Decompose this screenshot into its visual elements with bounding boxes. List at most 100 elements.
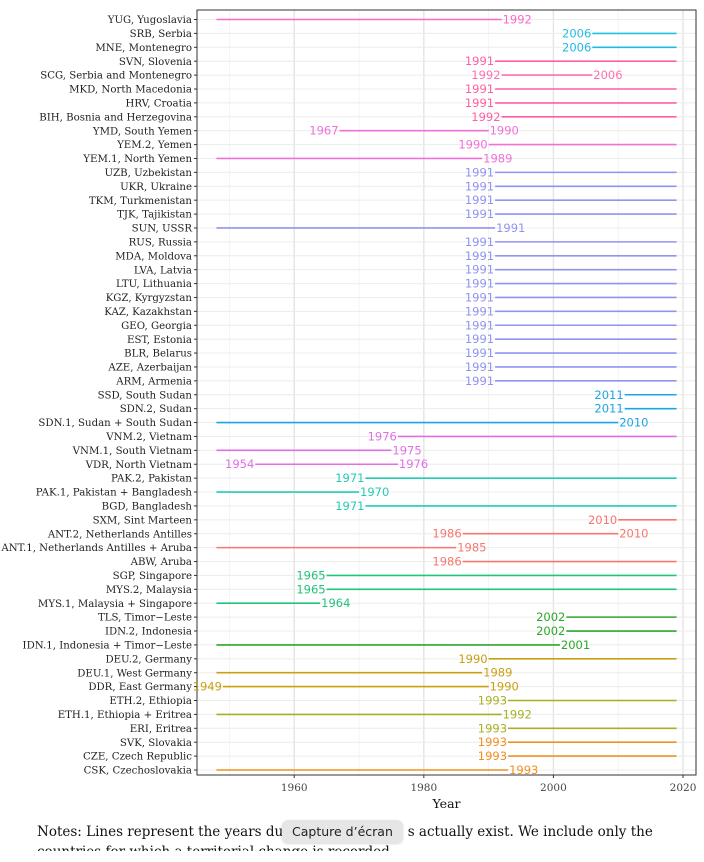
year-label: 1991: [465, 96, 494, 110]
y-tick-label: SSD, South Sudan: [98, 390, 193, 401]
y-tick-label: SRB, Serbia: [130, 29, 192, 40]
y-tick-label: SUN, USSR: [132, 224, 193, 235]
year-label: 2002: [536, 624, 565, 638]
year-label: 2010: [619, 416, 648, 430]
year-label: 1954: [225, 457, 254, 471]
year-label: 1993: [509, 763, 538, 777]
y-tick-label: ANT.1, Netherlands Antilles + Aruba: [0, 543, 192, 554]
y-tick-label: VDR, North Vietnam: [85, 460, 193, 471]
year-label: 2011: [594, 402, 623, 416]
year-label: 1967: [309, 124, 338, 138]
year-label: 1991: [465, 290, 494, 304]
x-axis-title: Year: [432, 796, 461, 811]
year-label: 1993: [478, 694, 507, 708]
y-tick-label: TJK, Tajikistan: [117, 210, 192, 221]
year-label: 1949: [193, 680, 222, 694]
year-label: 2001: [561, 638, 590, 652]
screenshot-capture-button[interactable]: Capture d’écran: [282, 820, 403, 843]
y-tick-label: PAK.2, Pakistan: [111, 474, 192, 485]
y-tick-label: ABW, Aruba: [130, 557, 192, 568]
year-label: 1970: [360, 485, 389, 499]
year-label: 1965: [296, 568, 325, 582]
y-tick-label: SDN.1, Sudan + South Sudan: [38, 418, 192, 429]
y-tick-label: VNM.1, South Vietnam: [72, 446, 193, 457]
year-label: 1976: [399, 457, 428, 471]
year-label: 1991: [465, 332, 494, 346]
year-label: 2011: [594, 388, 623, 402]
y-tick-label: YEM.1, North Yemen: [82, 154, 192, 165]
y-tick-label: MYS.1, Malaysia + Singapore: [38, 599, 192, 610]
x-tick-label: 1980: [410, 782, 437, 794]
year-label: 1991: [465, 249, 494, 263]
chart-notes: Notes: Lines represent the years dur s ac…: [37, 822, 697, 862]
year-label: 1993: [478, 721, 507, 735]
notes-line1: Notes: Lines represent the years dur: [37, 824, 290, 840]
year-label: 2006: [593, 68, 622, 82]
year-label: 1991: [465, 179, 494, 193]
y-tick-label: SXM, Sint Marteen: [93, 515, 193, 526]
y-tick-label: KGZ, Kyrgyzstan: [106, 293, 193, 304]
year-label: 1991: [465, 207, 494, 221]
year-label: 2010: [588, 513, 617, 527]
year-label: 1990: [490, 680, 519, 694]
year-label: 1975: [392, 443, 421, 457]
y-tick-label: GEO, Georgia: [121, 321, 192, 332]
year-label: 1992: [503, 707, 532, 721]
year-label: 1971: [335, 471, 364, 485]
y-tick-label: DDR, East Germany: [88, 682, 192, 693]
notes-line1-tail: s actually exist. We include only the: [407, 824, 653, 840]
year-label: 1991: [465, 346, 494, 360]
year-label: 1991: [465, 360, 494, 374]
y-tick-label: BIH, Bosnia and Herzegovina: [39, 112, 192, 123]
y-tick-label: PAK.1, Pakistan + Bangladesh: [36, 488, 193, 499]
y-tick-label: IDN.2, Indonesia: [105, 627, 192, 638]
year-label: 1990: [458, 138, 487, 152]
x-tick-label: 1960: [281, 782, 308, 794]
y-tick-label: ETH.2, Ethiopia: [109, 696, 192, 707]
y-tick-label: MNE, Montenegro: [95, 43, 192, 54]
x-tick-label: 2020: [670, 782, 697, 794]
year-label: 1993: [478, 749, 507, 763]
year-label: 1992: [471, 68, 500, 82]
year-label: 1986: [432, 555, 461, 569]
year-label: 2006: [562, 40, 591, 54]
year-label: 1991: [465, 263, 494, 277]
y-tick-label: SVK, Slovakia: [120, 738, 192, 749]
y-tick-label: SGP, Singapore: [113, 571, 192, 582]
year-label: 1991: [465, 82, 494, 96]
y-tick-label: ANT.2, Netherlands Antilles: [47, 529, 192, 540]
plot-panel: [196, 9, 697, 776]
y-tick-label: UZB, Uzbekistan: [104, 168, 192, 179]
y-tick-label: MKD, North Macedonia: [69, 85, 192, 96]
year-label: 1992: [471, 110, 500, 124]
year-label: 1991: [465, 165, 494, 179]
y-tick-label: TKM, Turkmenistan: [89, 196, 193, 207]
year-label: 1991: [465, 277, 494, 291]
y-tick-label: LTU, Lithuania: [116, 279, 192, 290]
y-tick-label: MYS.2, Malaysia: [106, 585, 192, 596]
x-tick-label: 2000: [540, 782, 567, 794]
year-label: 1991: [496, 221, 525, 235]
year-label: 1990: [490, 124, 519, 138]
year-label: 1985: [457, 541, 486, 555]
year-label: 1992: [503, 13, 532, 27]
y-tick-label: DEU.1, West Germany: [77, 668, 192, 679]
year-label: 1964: [321, 596, 350, 610]
year-label: 1990: [458, 652, 487, 666]
year-label: 1991: [465, 193, 494, 207]
year-label: 1986: [432, 527, 461, 541]
year-label: 1991: [465, 304, 494, 318]
year-label: 2002: [536, 610, 565, 624]
y-tick-label: CZE, Czech Republic: [83, 752, 192, 763]
y-tick-label: SDN.2, Sudan: [120, 404, 193, 415]
y-tick-label: RUS, Russia: [129, 237, 192, 248]
y-tick-label: BLR, Belarus: [124, 349, 192, 360]
y-tick-label: BGD, Bangladesh: [102, 502, 193, 513]
year-label: 1993: [478, 735, 507, 749]
y-tick-label: MDA, Moldova: [115, 251, 192, 262]
y-tick-label: VNM.2, Vietnam: [105, 432, 192, 443]
year-label: 1991: [465, 318, 494, 332]
year-label: 1976: [368, 429, 397, 443]
year-label: 1991: [465, 374, 494, 388]
